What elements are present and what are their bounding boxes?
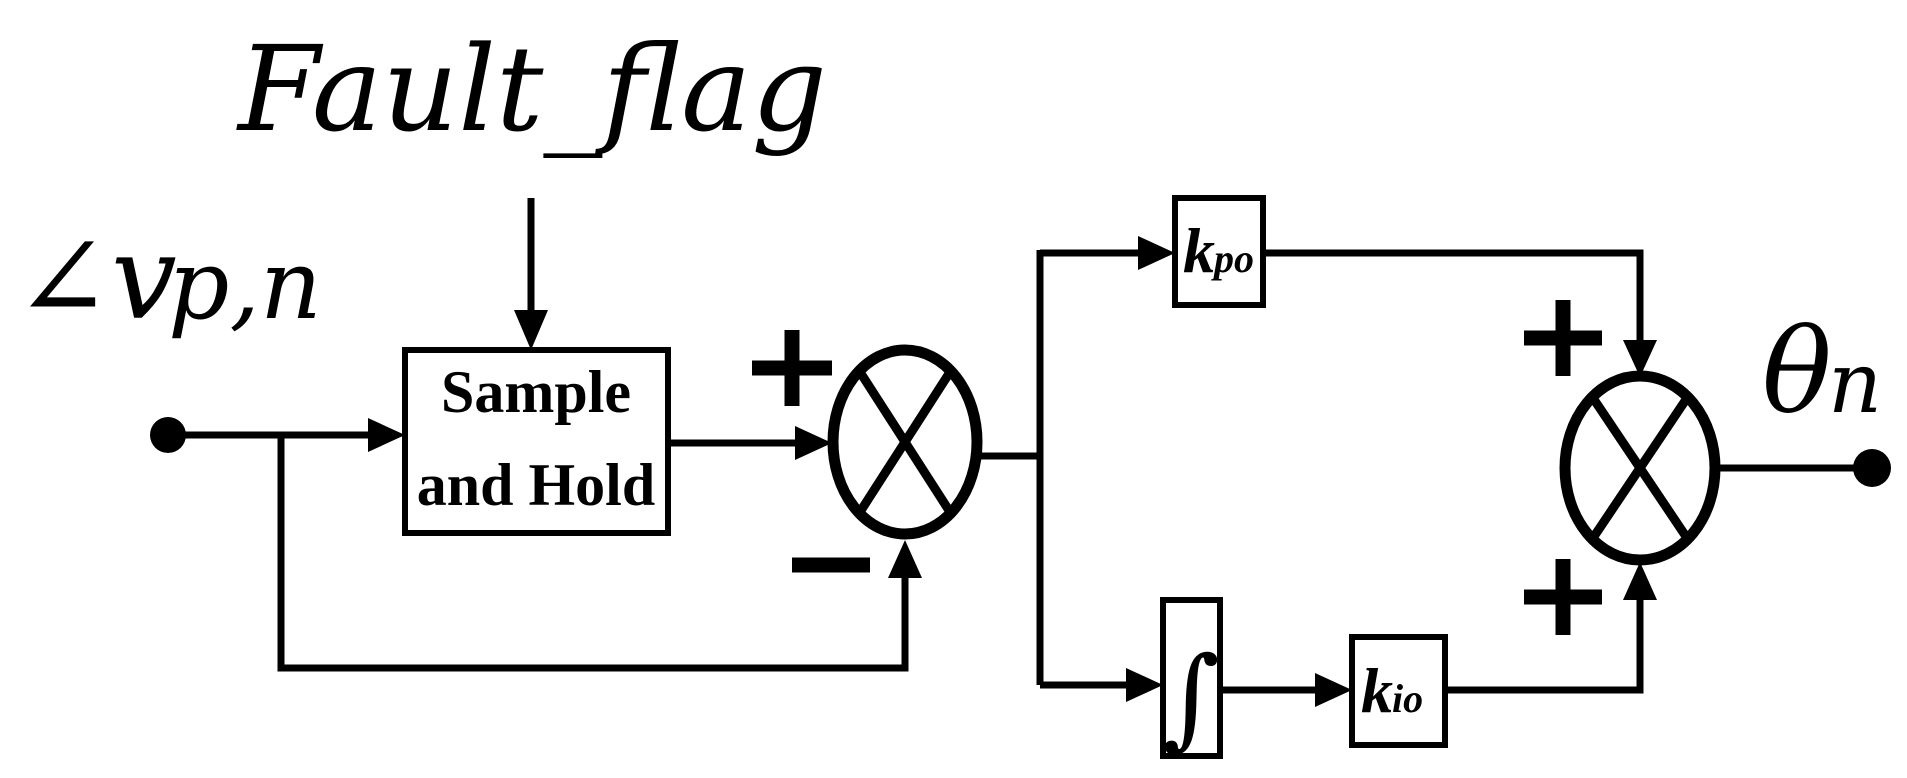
integrator-block	[1160, 597, 1223, 759]
kpo-label: k po	[1183, 215, 1254, 286]
kio-input-arrow	[1315, 673, 1352, 707]
output-theta-symbol: θ	[1762, 305, 1832, 440]
sum1-left-arrow	[795, 426, 832, 460]
fault-flag-label: Fault_flag	[236, 20, 827, 158]
kio-label: k io	[1361, 655, 1423, 726]
output-label: θ n	[1762, 305, 1882, 440]
kio-output-wire	[1445, 600, 1644, 694]
sample-hold-text-line2: and Hold	[417, 452, 655, 518]
input-subscript: p,n	[168, 229, 322, 341]
sum-junction-2-cross-b	[1589, 395, 1691, 541]
sum-junction-1	[827, 344, 983, 540]
kio-sub: io	[1392, 676, 1423, 721]
integrator-symbol: ∫	[1162, 633, 1219, 761]
sum1-bottom-arrow	[888, 540, 922, 578]
sum2-bottom-plus-sign	[1524, 559, 1602, 635]
sample-hold-input-arrow	[368, 418, 405, 452]
integrator-input-arrow	[1126, 668, 1163, 702]
sum2-top-arrow	[1623, 340, 1657, 377]
kpo-sub: po	[1211, 236, 1254, 281]
feedback-wire	[277, 435, 909, 672]
input-angle-symbol: ∠v	[14, 211, 177, 346]
kpo-main: k	[1183, 215, 1215, 286]
kpo-output-wire	[1263, 249, 1644, 345]
sum2-top-plus-sign	[1524, 300, 1602, 376]
sample-hold-block	[402, 347, 671, 536]
sample-hold-text-line1: Sample	[441, 359, 631, 425]
sum-junction-2	[1559, 370, 1721, 566]
kio-main: k	[1361, 655, 1393, 726]
sum2-bottom-arrow	[1623, 562, 1657, 600]
sum-junction-1-cross-b	[856, 369, 954, 515]
fault-flag-arrow	[514, 310, 548, 350]
kpo-input-arrow	[1138, 236, 1175, 270]
sum1-plus-sign	[752, 330, 832, 406]
input-label: ∠v p,n	[14, 211, 322, 346]
output-subscript: n	[1828, 334, 1882, 432]
output-terminal-dot	[1853, 449, 1891, 487]
